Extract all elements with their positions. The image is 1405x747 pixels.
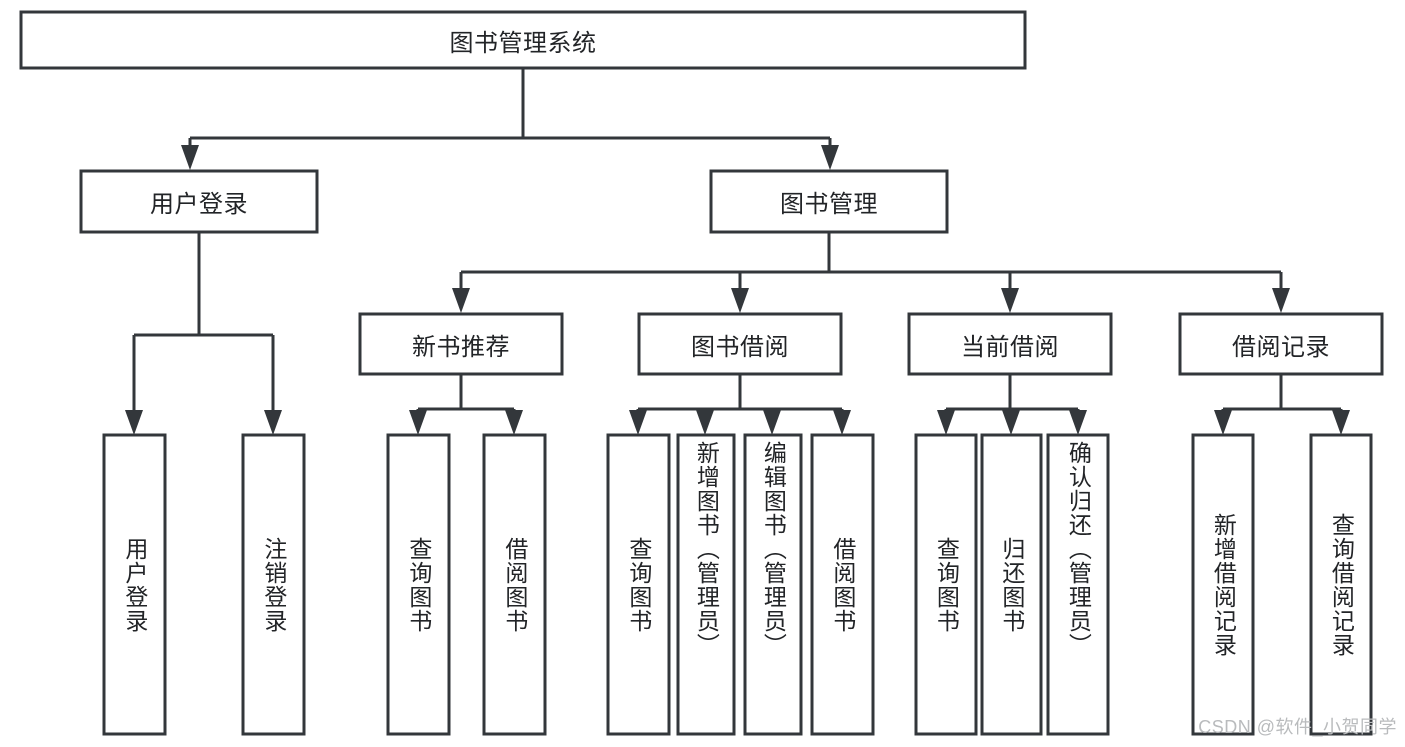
leaf-bb-borrow-book[interactable] <box>810 433 875 736</box>
arrowhead-user-login <box>181 145 199 170</box>
arrowhead-nbr-leaf2 <box>505 410 523 435</box>
arrowhead-bb-leaf3 <box>763 410 781 435</box>
node-new-book-recommend[interactable] <box>358 312 564 376</box>
leaf-bb-add-book-admin[interactable] <box>676 433 736 736</box>
arrowhead-borrow-record <box>1272 288 1290 313</box>
node-book-borrow[interactable] <box>637 312 843 376</box>
leaf-cb-query-book[interactable] <box>914 433 978 736</box>
arrowhead-cb-leaf2 <box>1002 410 1020 435</box>
leaf-bb-edit-book-admin[interactable] <box>743 433 803 736</box>
arrowhead-leaf-logout <box>264 410 282 435</box>
arrowhead-new-book-recommend <box>452 288 470 313</box>
arrowhead-leaf-user-login <box>125 410 143 435</box>
watermark: CSDN @软件_小贺同学 <box>1198 717 1397 737</box>
leaf-nbr-borrow-book[interactable] <box>482 433 547 736</box>
node-borrow-record[interactable] <box>1178 312 1384 376</box>
arrowhead-bb-leaf4 <box>833 410 851 435</box>
node-current-borrow[interactable] <box>907 312 1113 376</box>
leaf-user-login[interactable] <box>102 433 167 736</box>
node-user-login[interactable] <box>79 169 319 234</box>
arrowhead-bb-leaf1 <box>629 410 647 435</box>
leaf-logout[interactable] <box>241 433 306 736</box>
leaf-cb-confirm-return-admin[interactable] <box>1046 433 1110 736</box>
arrowhead-nbr-leaf1 <box>409 410 427 435</box>
leaf-br-query-record[interactable] <box>1309 433 1373 736</box>
arrowhead-book-borrow <box>731 288 749 313</box>
arrowhead-cb-leaf1 <box>937 410 955 435</box>
leaf-cb-return-book[interactable] <box>980 433 1043 736</box>
leaf-bb-query-book[interactable] <box>606 433 671 736</box>
arrowhead-book-mgmt <box>821 145 839 170</box>
arrowhead-br-leaf2 <box>1332 410 1350 435</box>
leaf-br-add-record[interactable] <box>1191 433 1255 736</box>
arrowhead-br-leaf1 <box>1214 410 1232 435</box>
node-root[interactable] <box>19 10 1027 70</box>
arrowhead-cb-leaf3 <box>1069 410 1087 435</box>
leaf-nbr-query-book[interactable] <box>386 433 451 736</box>
arrowhead-current-borrow <box>1001 288 1019 313</box>
arrowhead-bb-leaf2 <box>696 410 714 435</box>
node-book-management[interactable] <box>709 169 949 234</box>
